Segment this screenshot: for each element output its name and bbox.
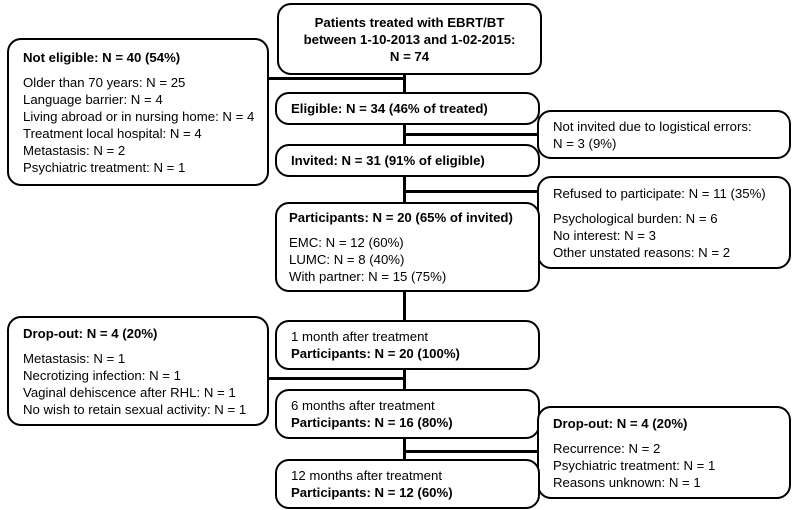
dropout-early-item-0: Metastasis: N = 1 — [23, 350, 126, 366]
refused-item-2: Other unstated reasons: N = 2 — [553, 244, 731, 260]
spacer — [539, 432, 789, 440]
followup-1-month-line-0: 1 month after treatment — [291, 329, 429, 344]
not-invited-line-1: N = 3 (9%) — [553, 135, 617, 151]
participants-box[interactable]: Participants: N = 20 (65% of invited) EM… — [275, 202, 540, 292]
followup-1-month-line-1: Participants: N = 20 (100%) — [291, 346, 460, 361]
dropout-early-header: Drop-out: N = 4 (20%) — [23, 325, 158, 341]
dropout-late-item-1: Psychiatric treatment: N = 1 — [553, 457, 716, 473]
not-eligible-item-4: Metastasis: N = 2 — [23, 142, 126, 158]
not-eligible-item-5: Psychiatric treatment: N = 1 — [23, 159, 186, 175]
not-eligible-header: Not eligible: N = 40 (54%) — [23, 49, 181, 65]
followup-12-months-line-1: Participants: N = 12 (60%) — [291, 485, 453, 500]
not-eligible-item-1: Language barrier: N = 4 — [23, 91, 163, 107]
dropout-late-header: Drop-out: N = 4 (20%) — [553, 415, 688, 431]
invited-box[interactable]: Invited: N = 31 (91% of eligible) — [275, 144, 540, 177]
patients-treated-box[interactable]: Patients treated with EBRT/BT between 1-… — [277, 3, 542, 75]
spacer — [9, 342, 267, 350]
participants-item-0: EMC: N = 12 (60%) — [289, 235, 404, 250]
refused-item-0: Psychological burden: N = 6 — [553, 210, 718, 226]
not-eligible-item-2: Living abroad or in nursing home: N = 4 — [23, 108, 255, 124]
connector-to-refused — [403, 190, 539, 193]
followup-12-months-box[interactable]: 12 months after treatment Participants: … — [275, 459, 540, 509]
dropout-early-item-2: Vaginal dehiscence after RHL: N = 1 — [23, 384, 236, 400]
followup-6-months-line-1: Participants: N = 16 (80%) — [291, 415, 453, 430]
followup-6-months-line-0: 6 months after treatment — [291, 398, 435, 413]
dropout-late-box[interactable]: Drop-out: N = 4 (20%) Recurrence: N = 2 … — [537, 406, 791, 499]
refused-box[interactable]: Refused to participate: N = 11 (35%) Psy… — [537, 176, 791, 269]
followup-6-months-box[interactable]: 6 months after treatment Participants: N… — [275, 389, 540, 439]
not-eligible-item-0: Older than 70 years: N = 25 — [23, 74, 186, 90]
spacer — [9, 66, 267, 74]
eligible-box[interactable]: Eligible: N = 34 (46% of treated) — [275, 92, 540, 125]
patients-treated-line-1: Patients treated with EBRT/BT — [314, 14, 505, 30]
connector-to-not-invited — [403, 133, 539, 136]
not-eligible-box[interactable]: Not eligible: N = 40 (54%) Older than 70… — [7, 38, 269, 186]
followup-12-months-line-0: 12 months after treatment — [291, 468, 442, 483]
dropout-early-box[interactable]: Drop-out: N = 4 (20%) Metastasis: N = 1 … — [7, 316, 269, 426]
followup-1-month-box[interactable]: 1 month after treatment Participants: N … — [275, 320, 540, 370]
connector-to-dropout-right — [403, 450, 539, 453]
patients-treated-line-2: between 1-10-2013 and 1-02-2015: — [303, 31, 516, 47]
refused-header: Refused to participate: N = 11 (35%) — [553, 185, 766, 201]
connector-to-dropout-left — [250, 377, 406, 380]
refused-item-1: No interest: N = 3 — [553, 227, 656, 243]
not-eligible-item-3: Treatment local hospital: N = 4 — [23, 125, 202, 141]
dropout-early-item-1: Necrotizing infection: N = 1 — [23, 367, 181, 383]
eligible-label: Eligible: N = 34 (46% of treated) — [291, 101, 488, 116]
not-invited-box[interactable]: Not invited due to logistical errors: N … — [537, 110, 791, 159]
dropout-late-item-2: Reasons unknown: N = 1 — [553, 474, 701, 490]
connector-to-not-eligible — [248, 77, 406, 80]
spacer — [539, 202, 789, 210]
not-invited-line-0: Not invited due to logistical errors: — [553, 118, 752, 134]
participants-item-1: LUMC: N = 8 (40%) — [289, 252, 405, 267]
participants-item-2: With partner: N = 15 (75%) — [289, 269, 447, 284]
invited-label: Invited: N = 31 (91% of eligible) — [291, 153, 485, 168]
spacer — [277, 226, 538, 234]
dropout-early-item-3: No wish to retain sexual activity: N = 1 — [23, 401, 247, 417]
connector-trunk-upper — [403, 74, 406, 208]
dropout-late-item-0: Recurrence: N = 2 — [553, 440, 661, 456]
patients-treated-line-3: N = 74 — [389, 48, 430, 64]
participants-header: Participants: N = 20 (65% of invited) — [289, 210, 513, 225]
